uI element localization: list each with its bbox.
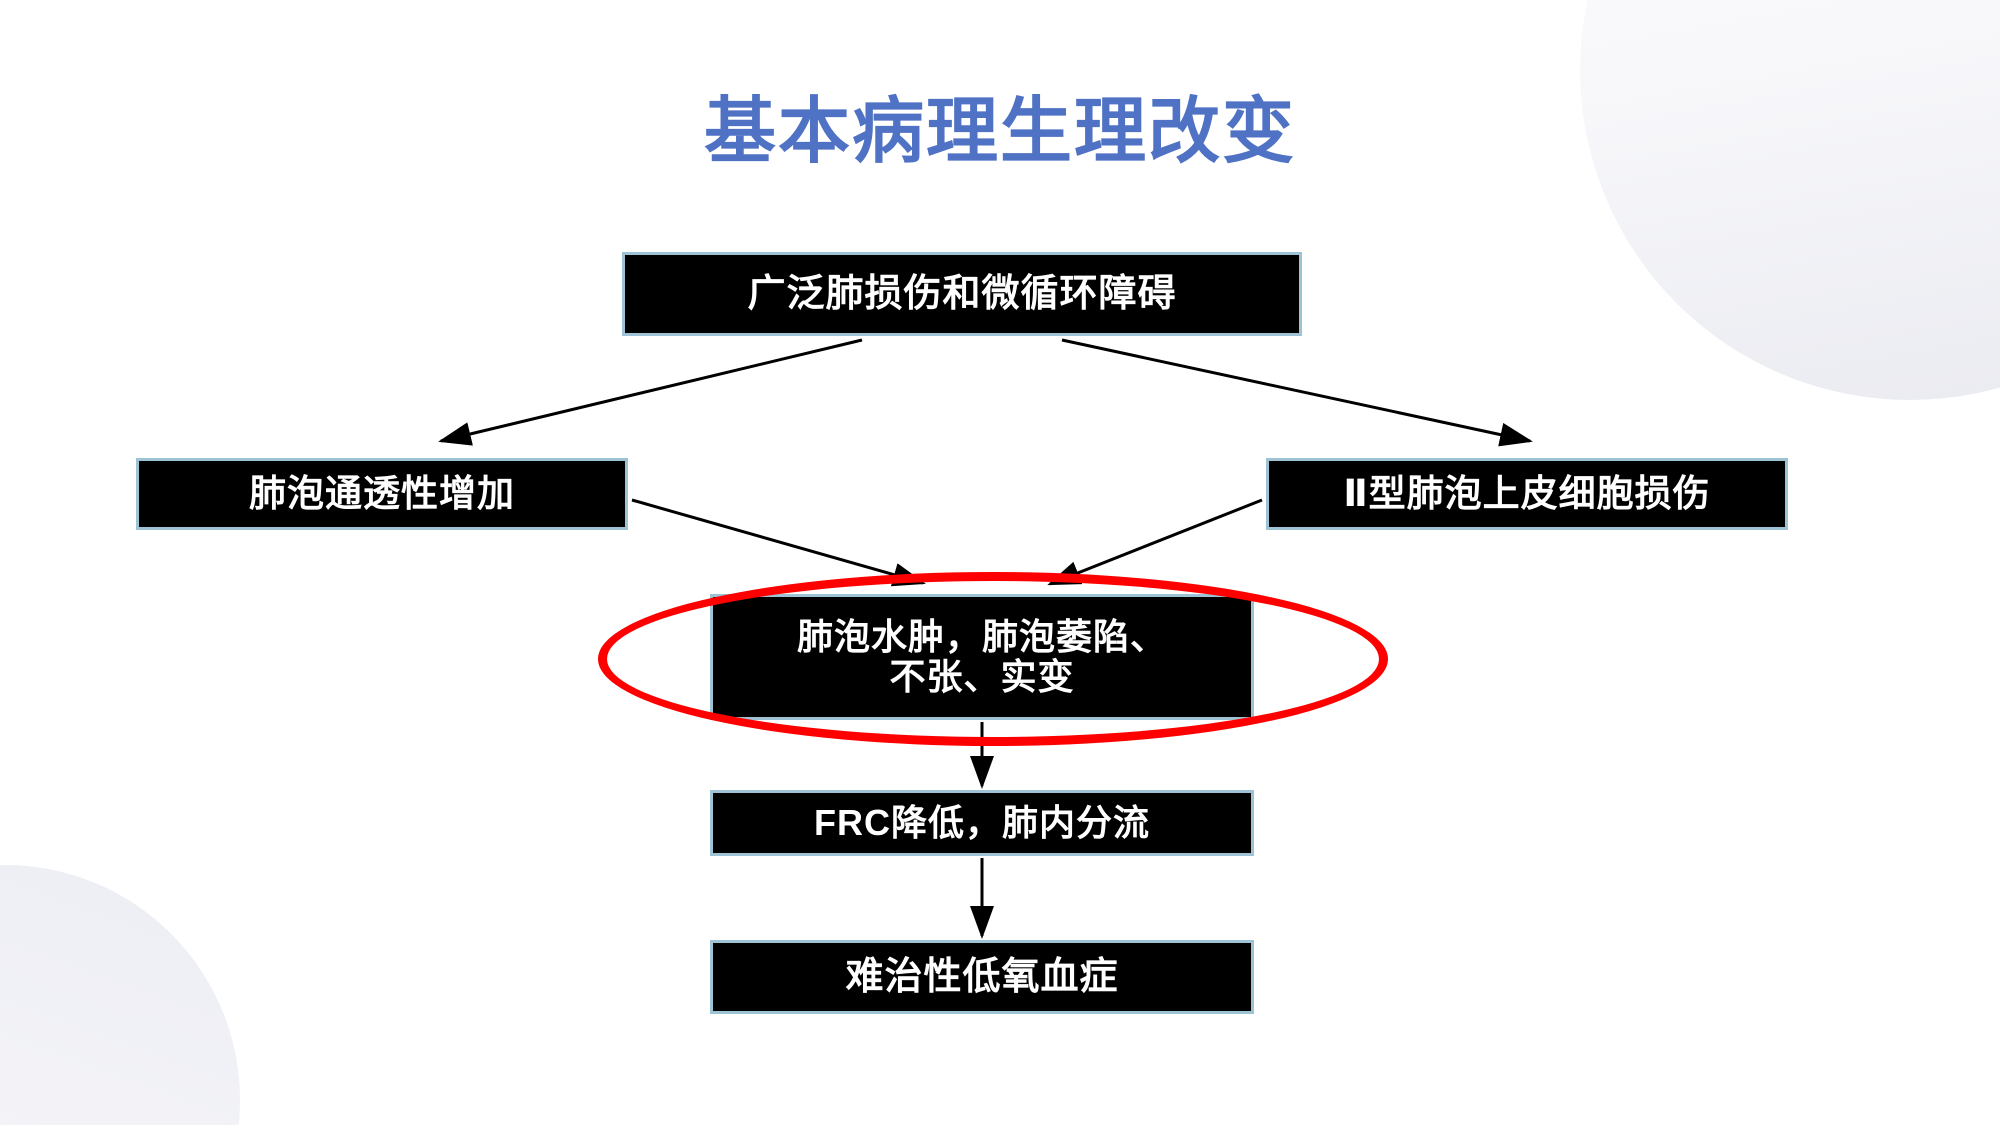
connector-left-to-center	[631, 498, 926, 587]
flow-node-label: FRC降低，肺内分流	[814, 801, 1150, 843]
connector-right-to-center	[1047, 498, 1263, 586]
connector-top-to-right	[1061, 338, 1533, 447]
connector-top-to-left	[438, 338, 863, 446]
flow-node-label-multiline: 肺泡水肿，肺泡萎陷、 不张、实变	[796, 615, 1167, 698]
flow-node-widespread-lung-injury[interactable]: 广泛肺损伤和微循环障碍	[622, 252, 1302, 336]
flow-node-label-line2: 不张、实变	[889, 656, 1075, 697]
flow-node-label: 难治性低氧血症	[845, 955, 1119, 998]
flow-node-label: Ⅱ型肺泡上皮细胞损伤	[1343, 473, 1711, 515]
flow-node-label: 广泛肺损伤和微循环障碍	[747, 272, 1177, 315]
flow-node-alveolar-permeability[interactable]: 肺泡通透性增加	[136, 458, 628, 530]
page-title: 基本病理生理改变	[703, 92, 1296, 172]
flow-node-refractory-hypoxemia[interactable]: 难治性低氧血症	[710, 940, 1254, 1014]
flow-node-alveolar-edema-collapse[interactable]: 肺泡水肿，肺泡萎陷、 不张、实变	[710, 594, 1254, 720]
flow-node-frc-decrease-shunt[interactable]: FRC降低，肺内分流	[710, 790, 1254, 856]
flow-node-label-line1: 肺泡水肿，肺泡萎陷、	[796, 615, 1167, 657]
flow-node-label: 肺泡通透性增加	[249, 473, 515, 515]
flow-node-type2-epithelial-injury[interactable]: Ⅱ型肺泡上皮细胞损伤	[1266, 458, 1788, 530]
